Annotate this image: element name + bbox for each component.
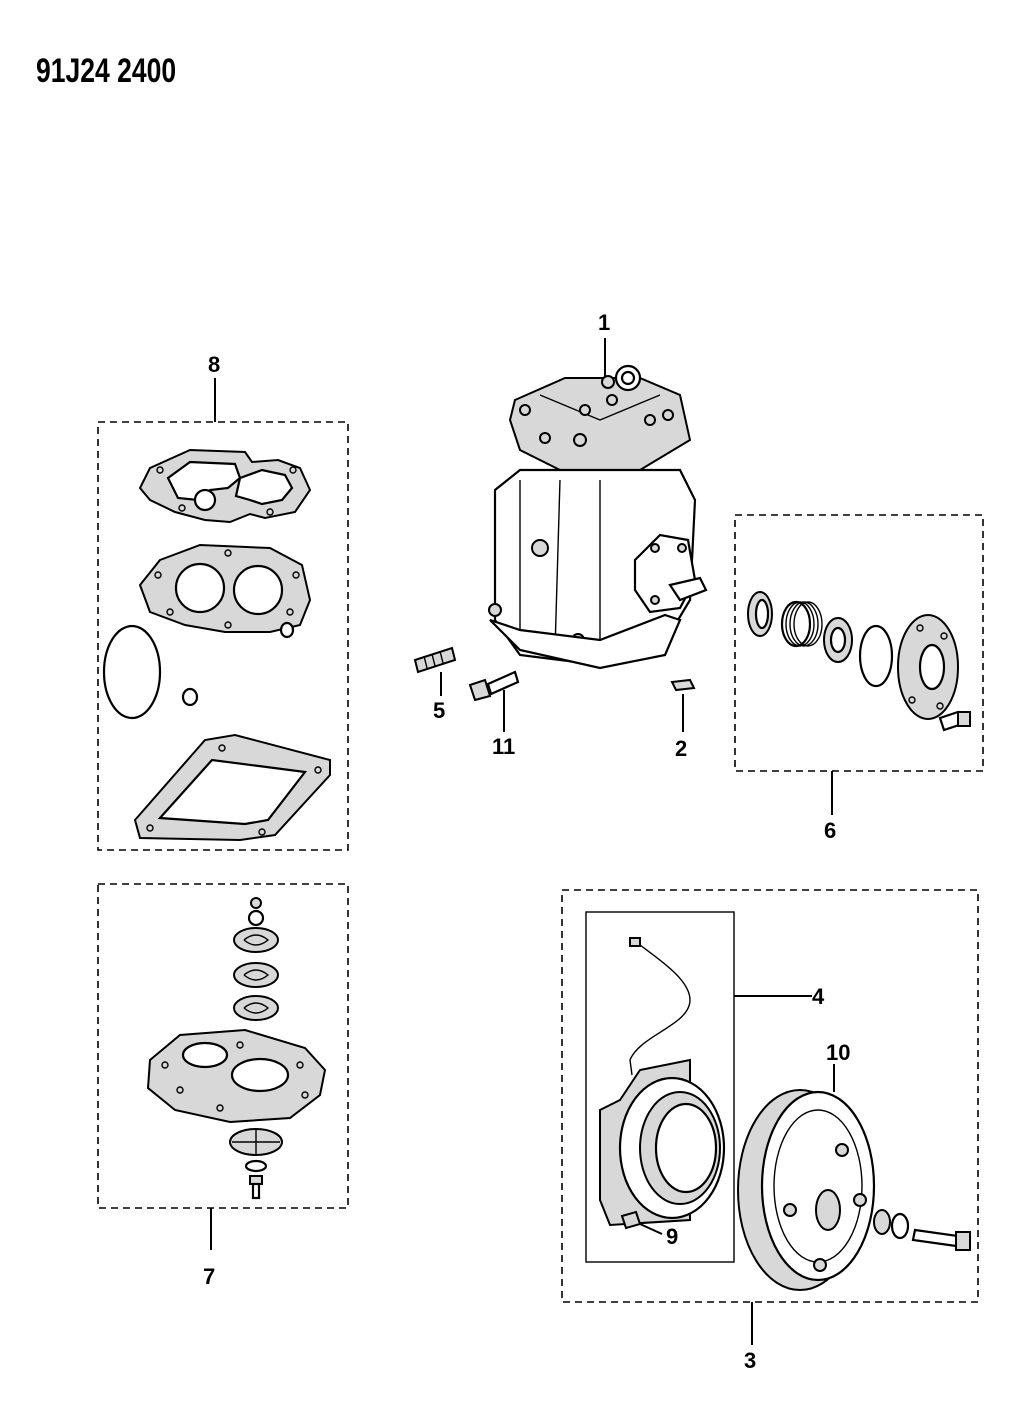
valve-plate — [146, 1028, 327, 1124]
callout-5: 5 — [433, 698, 445, 723]
reed-valve-3 — [233, 995, 279, 1021]
shaft-seal-kit-group — [734, 514, 984, 815]
retainer-washer — [244, 1159, 268, 1173]
stud — [413, 646, 457, 696]
large-o-ring — [102, 624, 162, 720]
discharge-valve — [229, 1128, 283, 1156]
small-o-ring-center — [181, 687, 199, 707]
valve-washer — [247, 909, 265, 927]
coil-screw — [620, 1210, 642, 1230]
callout-6: 6 — [824, 818, 836, 843]
callout-8: 8 — [208, 352, 220, 377]
seal-o-ring — [858, 624, 894, 688]
valve-nut — [250, 897, 262, 909]
callout-4: 4 — [812, 984, 825, 1009]
callout-9: 9 — [666, 1224, 678, 1249]
valve-kit-group — [97, 883, 349, 1250]
small-o-ring-right — [279, 621, 295, 639]
gasket-kit-group — [97, 378, 349, 851]
compressor-assembly — [488, 338, 708, 670]
callout-3: 3 — [744, 1348, 756, 1373]
bolt — [468, 670, 520, 732]
clutch-assembly-group: 4 9 10 — [561, 889, 979, 1345]
callout-11: 11 — [492, 734, 515, 759]
field-coil-group — [585, 911, 812, 1263]
drawing-id: 91J24 2400 — [36, 52, 177, 90]
valve-plate-gasket-top — [138, 448, 312, 524]
head-gasket-middle — [138, 543, 312, 633]
base-gasket-bottom — [133, 733, 331, 842]
clutch-washer-2 — [890, 1212, 910, 1240]
reed-valve-1 — [233, 927, 279, 953]
reed-valve-2 — [233, 962, 279, 988]
clutch-bolt — [911, 1228, 971, 1251]
callout-2: 2 — [675, 736, 687, 761]
seal-plate-bolt — [938, 710, 971, 732]
callout-7: 7 — [203, 1264, 215, 1289]
seal-plate — [897, 614, 959, 720]
clutch-washer-1 — [873, 1209, 891, 1235]
shaft-key — [670, 678, 696, 732]
seal-spring — [780, 600, 823, 648]
pulley — [737, 1064, 876, 1291]
callout-10: 10 — [826, 1040, 850, 1065]
callout-1: 1 — [598, 310, 610, 335]
valve-screw — [249, 1175, 263, 1200]
